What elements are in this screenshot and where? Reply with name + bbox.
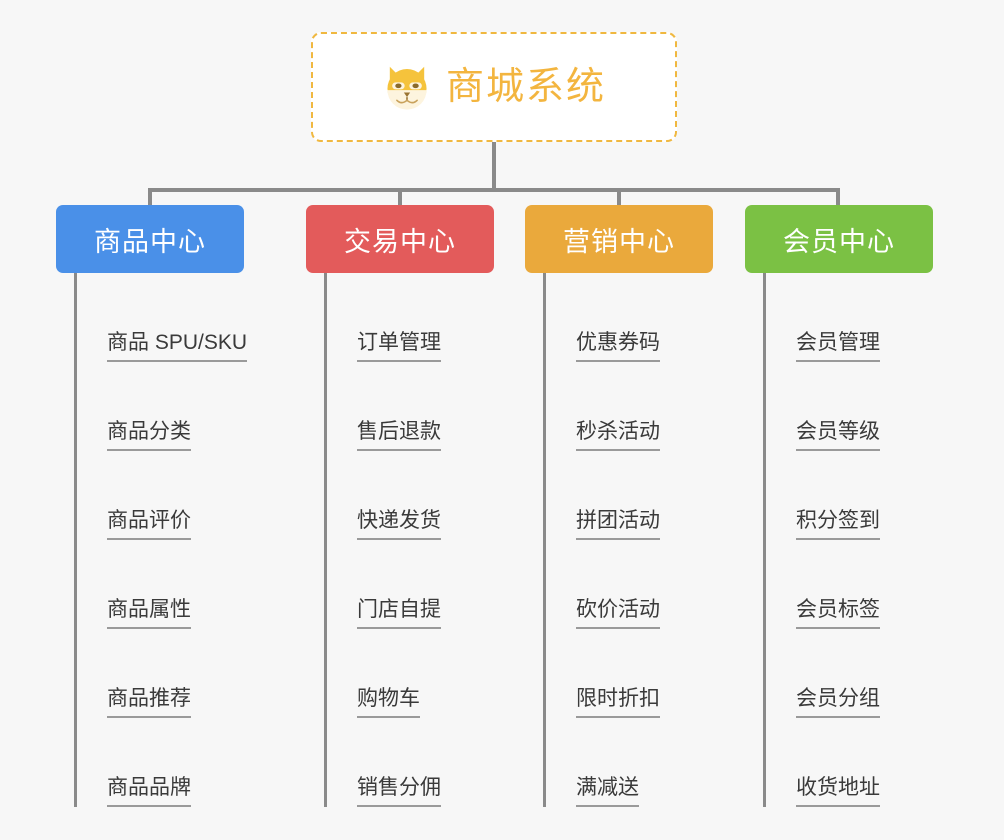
root-node[interactable]: 商城系统 — [311, 32, 677, 142]
leaf-label: 拼团活动 — [576, 509, 660, 540]
category-card-3[interactable]: 会员中心 — [745, 205, 933, 273]
list-item[interactable]: 销售分佣 — [327, 718, 494, 807]
list-item[interactable]: 购物车 — [327, 629, 494, 718]
branch-column-2: 营销中心 优惠券码 秒杀活动 拼团活动 砍价活动 限时折扣 满减送 — [525, 205, 713, 807]
leaf-label: 订单管理 — [357, 331, 441, 362]
list-item[interactable]: 商品 SPU/SKU — [77, 273, 248, 362]
leaf-label: 销售分佣 — [357, 776, 441, 807]
category-card-2[interactable]: 营销中心 — [525, 205, 713, 273]
leaf-label: 优惠券码 — [576, 331, 660, 362]
list-item[interactable]: 商品分类 — [77, 362, 244, 451]
root-label: 商城系统 — [445, 66, 606, 108]
list-item[interactable]: 优惠券码 — [546, 273, 713, 362]
list-item[interactable]: 商品推荐 — [77, 629, 244, 718]
leaf-label: 限时折扣 — [576, 687, 660, 718]
list-item[interactable]: 砍价活动 — [546, 540, 713, 629]
list-item[interactable]: 商品评价 — [77, 451, 244, 540]
category-title-0: 商品中心 — [94, 226, 206, 257]
category-title-1: 交易中心 — [344, 226, 456, 257]
leaf-list-2: 优惠券码 秒杀活动 拼团活动 砍价活动 限时折扣 满减送 — [543, 273, 713, 807]
category-title-3: 会员中心 — [783, 226, 895, 257]
list-item[interactable]: 快递发货 — [327, 451, 494, 540]
list-item[interactable]: 会员标签 — [766, 540, 933, 629]
leaf-label: 快递发货 — [357, 509, 441, 540]
list-item[interactable]: 满减送 — [546, 718, 713, 807]
branch-column-1: 交易中心 订单管理 售后退款 快递发货 门店自提 购物车 销售分佣 — [306, 205, 494, 807]
list-item[interactable]: 门店自提 — [327, 540, 494, 629]
category-card-0[interactable]: 商品中心 — [56, 205, 244, 273]
leaf-label: 收货地址 — [796, 776, 880, 807]
branch-column-0: 商品中心 商品 SPU/SKU 商品分类 商品评价 商品属性 商品推荐 商品品牌 — [56, 205, 248, 807]
leaf-label: 会员管理 — [796, 331, 880, 362]
leaf-label: 购物车 — [357, 687, 420, 718]
category-card-1[interactable]: 交易中心 — [306, 205, 494, 273]
list-item[interactable]: 订单管理 — [327, 273, 494, 362]
list-item[interactable]: 商品属性 — [77, 540, 244, 629]
list-item[interactable]: 拼团活动 — [546, 451, 713, 540]
connector-drop-2 — [398, 188, 402, 208]
list-item[interactable]: 会员等级 — [766, 362, 933, 451]
leaf-list-0: 商品 SPU/SKU 商品分类 商品评价 商品属性 商品推荐 商品品牌 — [74, 273, 248, 807]
leaf-label: 商品推荐 — [107, 687, 191, 718]
leaf-label: 砍价活动 — [576, 598, 660, 629]
leaf-label: 会员标签 — [796, 598, 880, 629]
leaf-list-3: 会员管理 会员等级 积分签到 会员标签 会员分组 收货地址 — [763, 273, 933, 807]
leaf-label: 商品品牌 — [107, 776, 191, 807]
list-item[interactable]: 商品品牌 — [77, 718, 244, 807]
leaf-label: 商品评价 — [107, 509, 191, 540]
leaf-label: 商品 SPU/SKU — [107, 331, 248, 362]
leaf-label: 积分签到 — [796, 509, 880, 540]
list-item[interactable]: 会员分组 — [766, 629, 933, 718]
connector-horizontal-bus — [148, 188, 840, 192]
leaf-label: 售后退款 — [357, 420, 441, 451]
connector-root-stem — [492, 142, 496, 191]
connector-drop-4 — [836, 188, 840, 208]
list-item[interactable]: 会员管理 — [766, 273, 933, 362]
shiba-dog-icon — [387, 66, 427, 110]
list-item[interactable]: 秒杀活动 — [546, 362, 713, 451]
connector-drop-3 — [617, 188, 621, 208]
leaf-label: 商品属性 — [107, 598, 191, 629]
list-item[interactable]: 收货地址 — [766, 718, 933, 807]
leaf-label: 秒杀活动 — [576, 420, 660, 451]
list-item[interactable]: 售后退款 — [327, 362, 494, 451]
leaf-label: 门店自提 — [357, 598, 441, 629]
leaf-list-1: 订单管理 售后退款 快递发货 门店自提 购物车 销售分佣 — [324, 273, 494, 807]
connector-drop-1 — [148, 188, 152, 208]
leaf-label: 满减送 — [576, 776, 639, 807]
leaf-label: 商品分类 — [107, 420, 191, 451]
category-title-2: 营销中心 — [563, 226, 675, 257]
list-item[interactable]: 积分签到 — [766, 451, 933, 540]
branch-column-3: 会员中心 会员管理 会员等级 积分签到 会员标签 会员分组 收货地址 — [745, 205, 933, 807]
leaf-label: 会员分组 — [796, 687, 880, 718]
leaf-label: 会员等级 — [796, 420, 880, 451]
list-item[interactable]: 限时折扣 — [546, 629, 713, 718]
